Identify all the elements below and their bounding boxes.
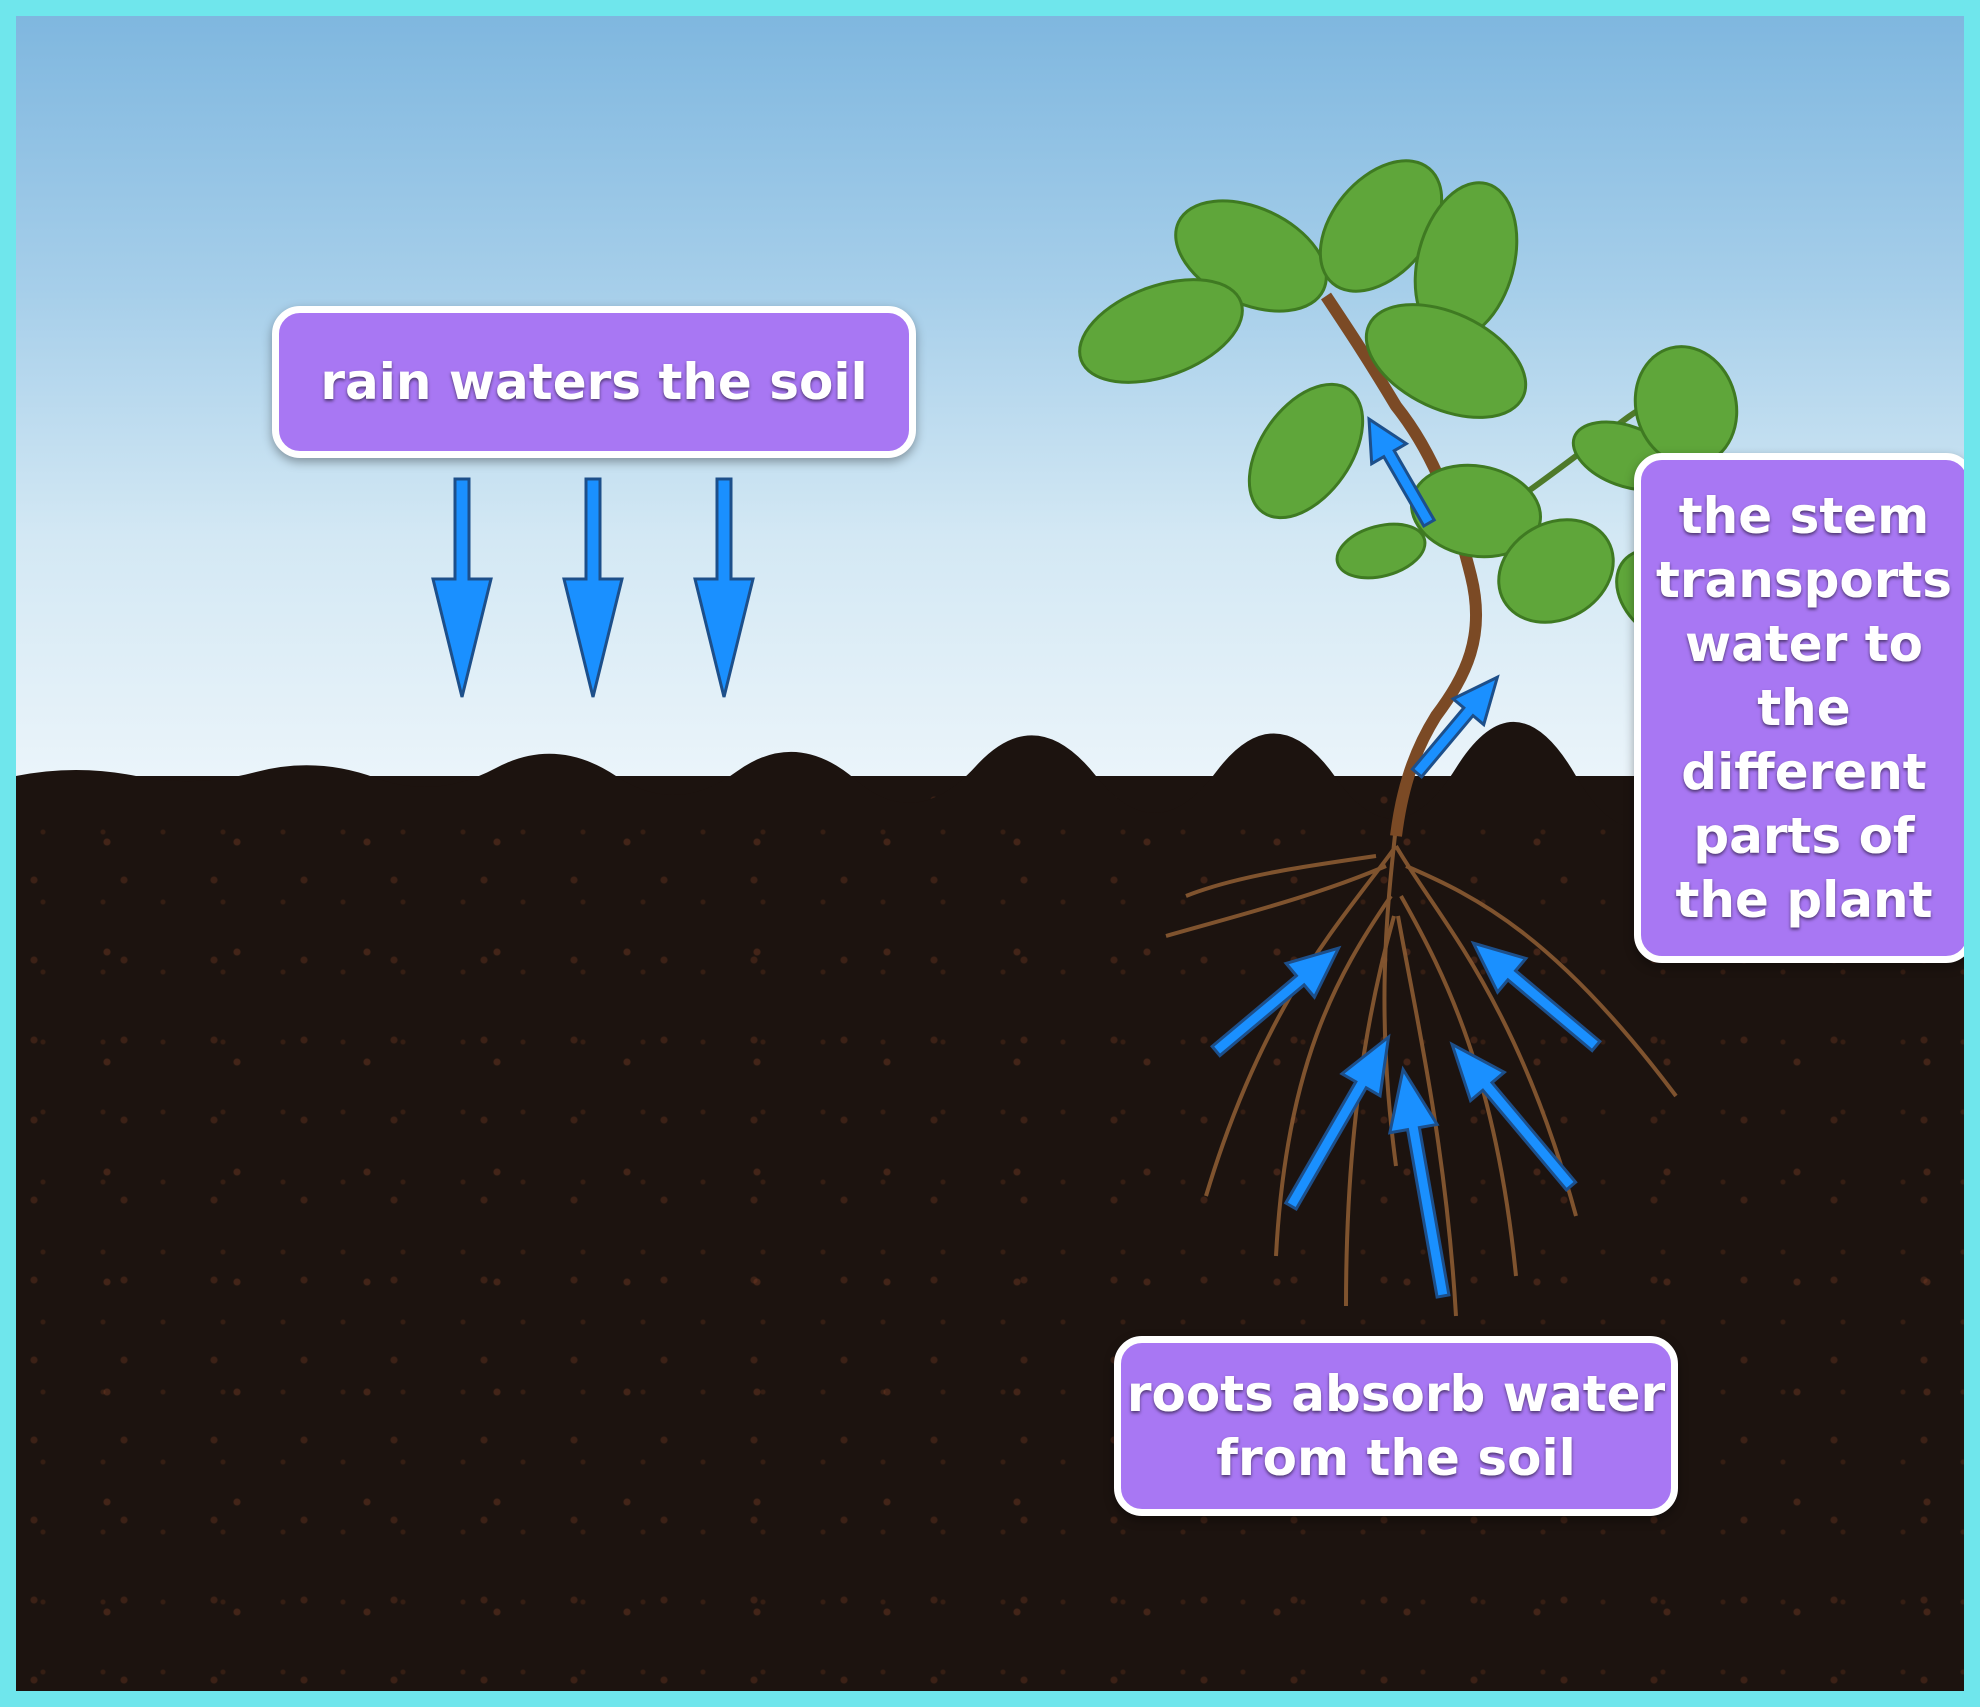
- rain-label-text: rain waters the soil: [320, 353, 867, 411]
- stem-label: the stem transports water to the differe…: [1634, 453, 1974, 963]
- rain-arrows: [433, 479, 753, 697]
- roots-label: roots absorb water from the soil: [1114, 1336, 1678, 1516]
- arrow-icon: [433, 479, 491, 697]
- rain-label: rain waters the soil: [272, 306, 916, 458]
- roots-label-text: roots absorb water from the soil: [1121, 1362, 1671, 1490]
- arrow-icon: [1435, 1030, 1588, 1200]
- stem-label-text: the stem transports water to the differe…: [1649, 484, 1959, 932]
- arrow-icon: [1459, 926, 1610, 1063]
- arrow-icon: [564, 479, 622, 697]
- roots: [1166, 826, 1676, 1316]
- arrow-icon: [695, 479, 753, 697]
